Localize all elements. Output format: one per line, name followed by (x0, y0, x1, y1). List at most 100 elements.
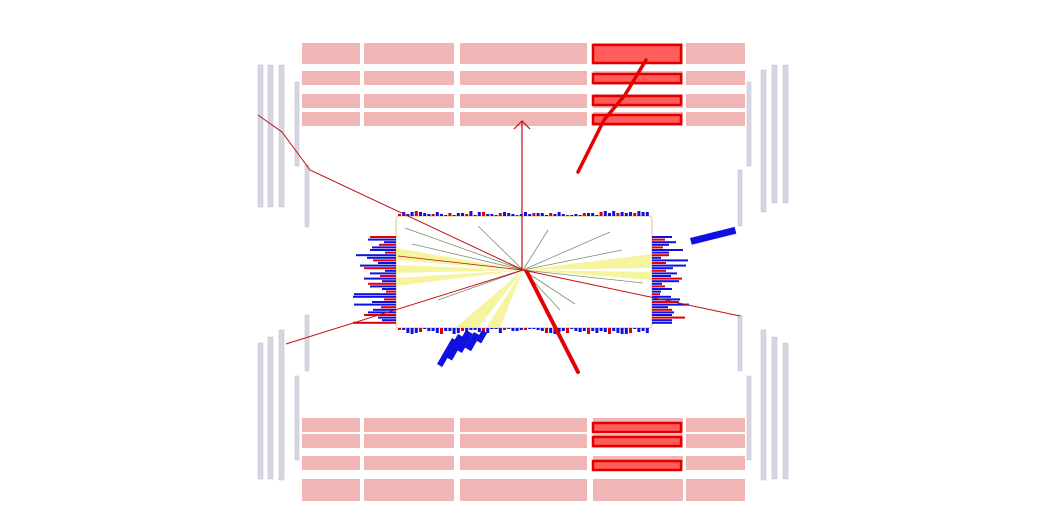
calo-cell (423, 328, 427, 329)
calo-cell (353, 321, 396, 324)
calo-cell (461, 213, 464, 216)
calo-cell (652, 275, 671, 277)
calo-cell (561, 214, 565, 216)
calo-cell (574, 214, 578, 216)
muon-chamber (460, 418, 587, 432)
muon-chamber (460, 112, 587, 126)
forward-chamber (278, 329, 285, 481)
calo-cell (528, 328, 532, 329)
forward-chamber (267, 64, 274, 208)
calo-cell (652, 264, 686, 267)
forward-chamber (304, 314, 310, 372)
calo-cell (360, 264, 396, 267)
calo-cell (456, 328, 460, 333)
muon-chamber-hit (591, 421, 683, 434)
calo-cell (570, 215, 574, 216)
calo-cell (431, 328, 435, 331)
calo-cell (637, 328, 641, 332)
calo-cell (532, 213, 536, 216)
calo-cell (364, 267, 396, 270)
calo-cell (652, 241, 676, 244)
calo-cell (386, 290, 396, 293)
calo-cell (652, 303, 689, 306)
calo-cell (473, 215, 477, 216)
calo-cell (652, 282, 662, 285)
calo-cell (652, 311, 674, 314)
calo-cell (372, 246, 396, 249)
calo-cell (557, 212, 561, 216)
calo-cell (482, 212, 485, 216)
calo-cell (494, 328, 498, 329)
calo-cell (477, 328, 481, 332)
calo-cell (641, 328, 645, 331)
calo-cell (637, 211, 641, 216)
calo-cell (608, 213, 611, 216)
calo-cell (645, 328, 649, 333)
calo-cell (587, 328, 590, 334)
muon-chamber-hit (591, 113, 683, 126)
muon-chamber (302, 479, 360, 501)
calo-cell (545, 328, 548, 333)
muon-chamber (364, 434, 454, 448)
calo-cell (410, 212, 414, 216)
calo-cell (482, 328, 485, 333)
muon-chamber (364, 456, 454, 470)
calo-cell (566, 328, 569, 333)
calo-cell (469, 211, 473, 216)
calo-cell (540, 213, 544, 216)
calo-cell (406, 214, 410, 216)
calo-cell (503, 212, 506, 216)
forward-chamber (760, 329, 767, 481)
calo-cell (477, 212, 481, 216)
calo-cell (633, 328, 637, 329)
muon-chamber-hits (591, 43, 683, 472)
muon-chamber (302, 94, 360, 108)
muon-chamber (686, 43, 745, 64)
calo-cell (652, 236, 672, 238)
muon-chamber (686, 434, 745, 448)
calo-cell (452, 328, 456, 334)
calo-cell (370, 272, 396, 275)
calo-cell (620, 328, 624, 334)
calo-cell (624, 213, 628, 216)
jet-cones (396, 248, 652, 328)
calo-cell (507, 328, 511, 329)
calo-cell (652, 254, 669, 257)
calo-cell (519, 214, 523, 216)
forward-chamber (782, 342, 789, 480)
calo-cell (373, 308, 396, 311)
forward-chamber (257, 64, 264, 208)
calo-cell (402, 328, 406, 330)
forward-chamber (746, 375, 752, 461)
calo-cell (599, 328, 603, 331)
calo-cell (652, 267, 673, 270)
calo-cell (652, 277, 682, 280)
muon-chamber (460, 71, 587, 85)
calo-cell (473, 328, 477, 330)
calo-cell (444, 328, 448, 331)
calo-cell (414, 328, 418, 333)
muon-chamber-hit (591, 435, 683, 448)
muon-chamber (302, 418, 360, 432)
calo-cell (465, 214, 469, 216)
muon-chamber (364, 43, 454, 64)
thin-track (397, 255, 523, 271)
calo-cell (398, 328, 401, 330)
calo-cell (608, 328, 611, 334)
jet-cone (396, 270, 523, 286)
forward-chamber (771, 336, 778, 480)
muon-tracks (525, 58, 648, 374)
jet-cone (523, 254, 652, 270)
calo-cell (440, 328, 443, 334)
calo-cell (652, 256, 661, 259)
calo-cell (549, 213, 553, 216)
muon-chamber (686, 479, 745, 501)
calo-cell (624, 328, 628, 334)
muon-chamber (302, 43, 360, 64)
forward-chamber (278, 64, 285, 208)
muon-chamber (302, 434, 360, 448)
calo-cell (507, 213, 511, 216)
inner-tracks (404, 225, 644, 311)
